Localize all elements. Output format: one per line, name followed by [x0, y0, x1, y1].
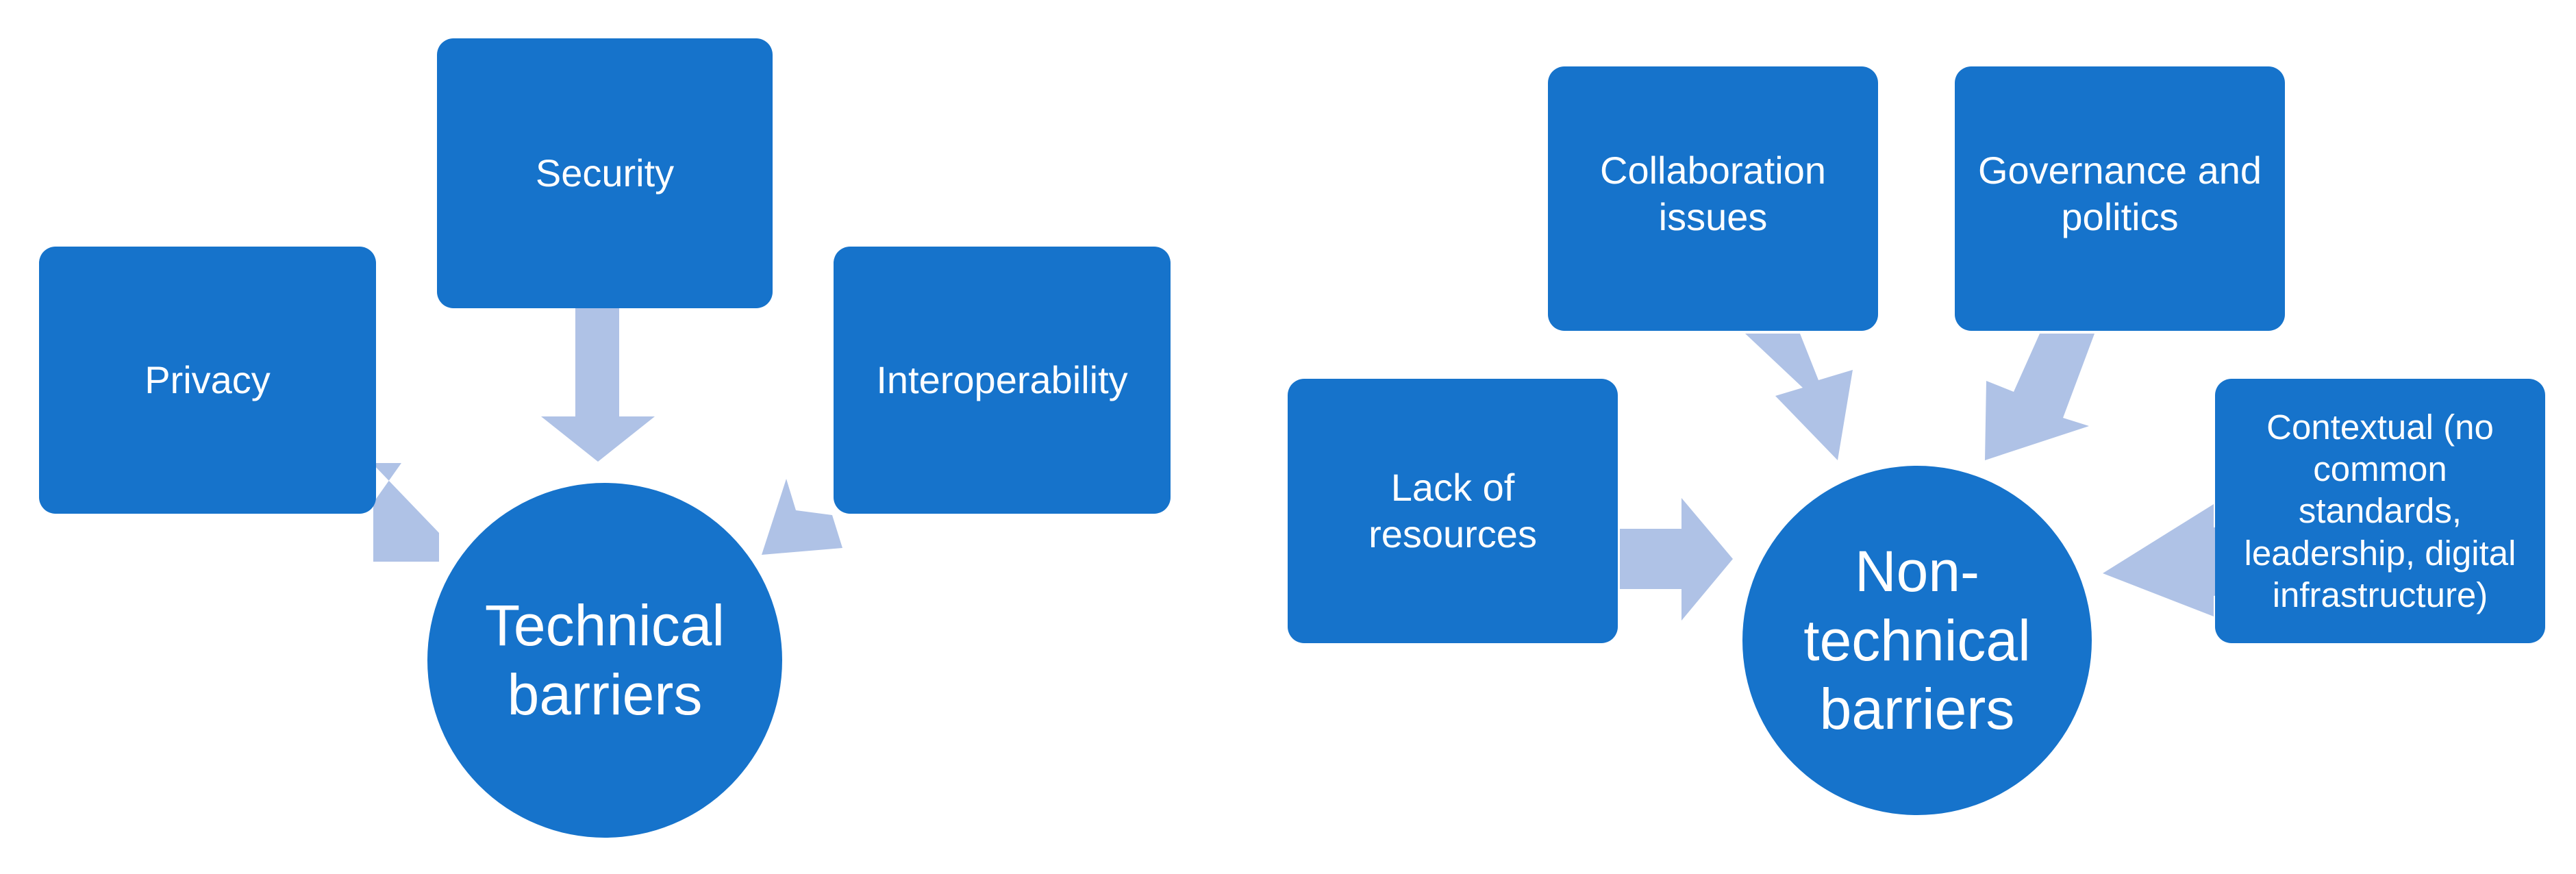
arrow-collaboration-to-nontechnical	[1745, 334, 1853, 460]
arrow-governance-to-nontechnical	[1985, 334, 2094, 460]
arrow-interoperability-to-technical	[762, 479, 842, 555]
security-box: Security	[437, 38, 773, 308]
privacy-label: Privacy	[145, 358, 271, 401]
arrow-privacy-to-technical	[372, 463, 439, 562]
security-label: Security	[535, 151, 675, 195]
privacy-box: Privacy	[39, 247, 376, 514]
interoperability-box: Interoperability	[834, 247, 1171, 514]
technical-barriers-circle: Technical barriers	[427, 483, 782, 838]
technical-barriers-label: Technical barriers	[484, 593, 725, 727]
nontechnical-barriers-circle: Non- technical barriers	[1742, 466, 2092, 815]
nontechnical-barriers-label: Non- technical barriers	[1803, 538, 2031, 742]
governance-and-politics-label: Governance and politics	[1977, 149, 2262, 239]
contextual-box: Contextual (no common standards, leaders…	[2215, 379, 2545, 643]
interoperability-label: Interoperability	[876, 358, 1128, 401]
arrow-security-to-technical	[541, 308, 655, 462]
collaboration-issues-label: Collaboration issues	[1600, 149, 1826, 239]
governance-and-politics-box: Governance and politics	[1955, 66, 2285, 331]
lack-of-resources-label: Lack of resources	[1368, 465, 1537, 555]
collaboration-issues-box: Collaboration issues	[1548, 66, 1878, 331]
arrow-resources-to-nontechnical	[1620, 498, 1733, 621]
lack-of-resources-box: Lack of resources	[1288, 379, 1618, 643]
contextual-label: Contextual (no common standards, leaders…	[2244, 408, 2516, 614]
